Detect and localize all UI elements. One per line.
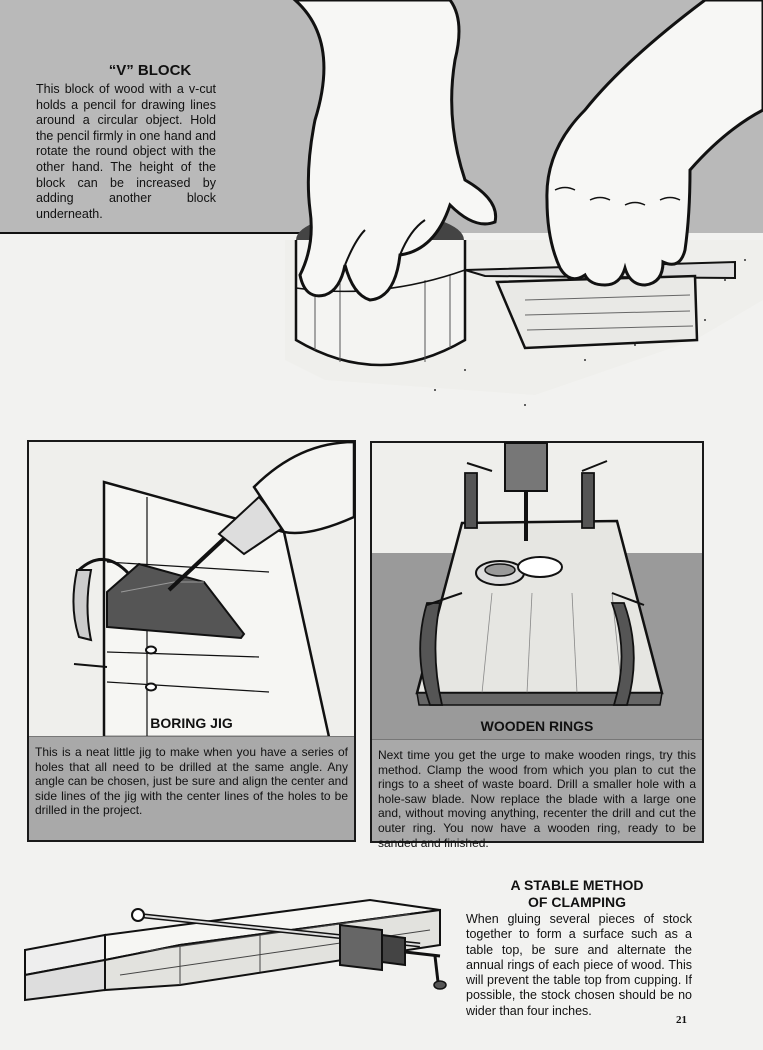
stable-clamping-illustration [24, 898, 447, 1002]
wooden-rings-illustration [415, 442, 664, 706]
boring-jig-text: This is a neat little jig to make when y… [35, 745, 348, 818]
boring-jig-illustration [72, 440, 356, 739]
top-section-rule [0, 232, 300, 234]
boring-jig-panel: BORING JIG This is a neat little jig to … [27, 440, 356, 842]
boring-jig-caption-box: BORING JIG This is a neat little jig to … [29, 715, 354, 840]
wooden-rings-panel: WOODEN RINGS Next time you get the urge … [370, 441, 704, 850]
vblock-text: This block of wood with a v-cut holds a … [36, 82, 216, 221]
page-number: 21 [676, 1014, 687, 1026]
stable-clamping-title-line1: A STABLE METHOD [510, 877, 644, 893]
stable-clamping-title-line2: OF CLAMPING [528, 894, 626, 910]
stable-clamping-title: A STABLE METHOD OF CLAMPING [470, 877, 684, 911]
vblock-title: “V” BLOCK [108, 62, 192, 79]
stable-clamping-text: When gluing several pieces of stock toge… [466, 912, 692, 1018]
wooden-rings-caption-box: WOODEN RINGS Next time you get the urge … [372, 718, 702, 850]
wooden-rings-text: Next time you get the urge to make woode… [378, 748, 696, 850]
vblock-illustration [285, 0, 763, 406]
boring-jig-title: BORING JIG [150, 715, 233, 731]
wooden-rings-title: WOODEN RINGS [480, 718, 594, 734]
